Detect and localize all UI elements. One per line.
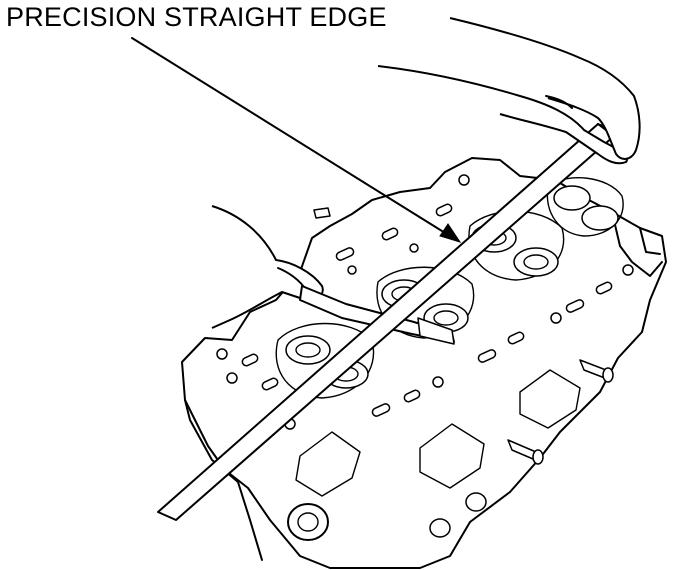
right-hand (377, 17, 641, 165)
straight-edge-label: PRECISION STRAIGHT EDGE (6, 2, 387, 32)
callout-leader (131, 37, 462, 243)
feeler-gauge (299, 285, 455, 345)
